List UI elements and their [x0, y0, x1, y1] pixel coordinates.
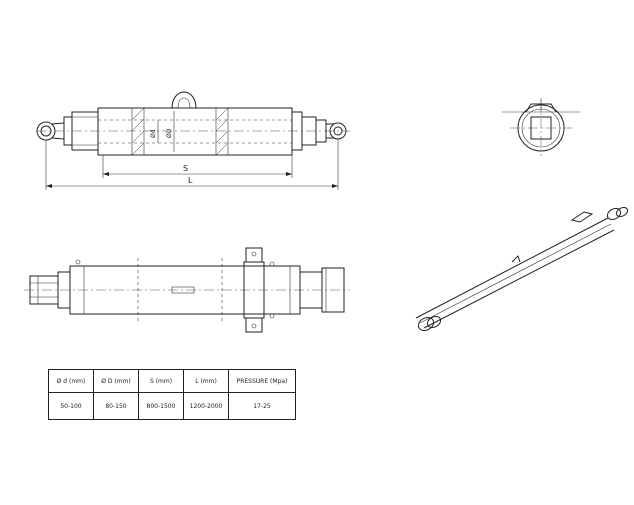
value-length: 1200-2000	[183, 392, 229, 420]
end-view	[502, 98, 580, 156]
isometric-view	[415, 206, 629, 331]
spec-table-header-row: Ø d (mm) Ø D (mm) S (mm) L (mm) PRESSURE…	[48, 369, 296, 393]
rod-diameter-label: Ød	[150, 129, 157, 138]
value-bore-diameter: 80-150	[93, 392, 139, 420]
stroke-label: S	[183, 164, 188, 173]
header-bore-diameter: Ø D (mm)	[93, 369, 139, 393]
header-stroke: S (mm)	[138, 369, 184, 393]
top-view	[24, 247, 350, 333]
header-pressure: PRESSURE (Mpa)	[228, 369, 296, 393]
value-rod-diameter: 50-100	[48, 392, 94, 420]
length-label: L	[188, 176, 193, 185]
header-rod-diameter: Ø d (mm)	[48, 369, 94, 393]
spec-table-value-row: 50-100 80-150 800-1500 1200-2000 17-25	[48, 392, 296, 420]
value-pressure: 17-25	[228, 392, 296, 420]
value-stroke: 800-1500	[138, 392, 184, 420]
side-view: Ød ØD S L	[36, 91, 350, 190]
bore-diameter-label: ØD	[166, 128, 173, 138]
header-length: L (mm)	[183, 369, 229, 393]
spec-table: Ø d (mm) Ø D (mm) S (mm) L (mm) PRESSURE…	[48, 369, 296, 420]
